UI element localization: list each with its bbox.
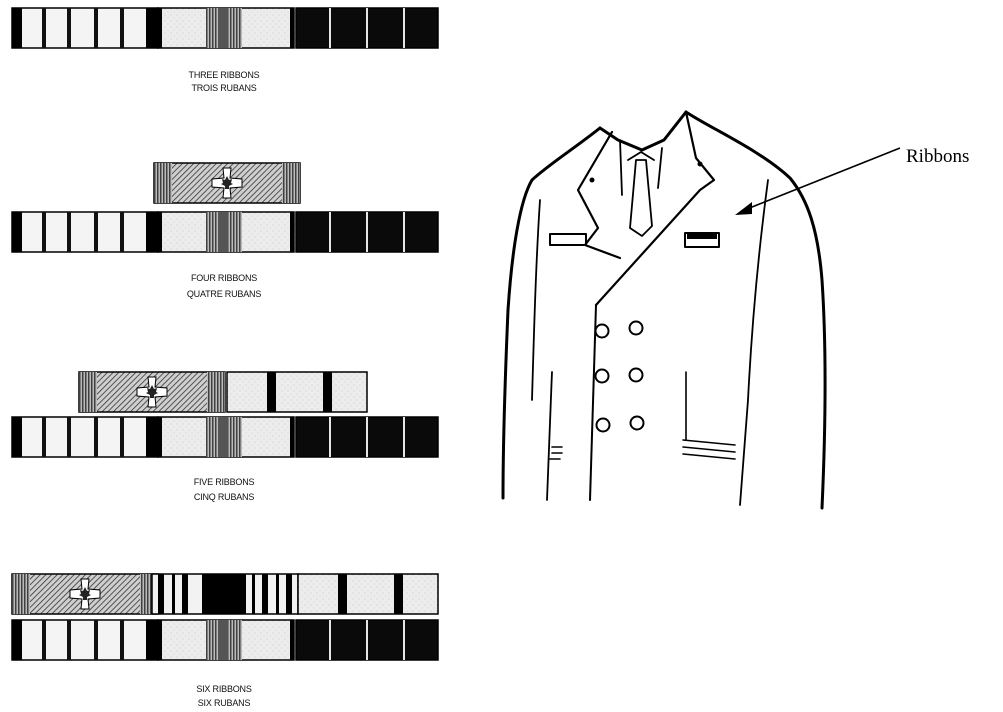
pocket-left (550, 447, 562, 459)
button (596, 325, 609, 338)
callout-label: Ribbons (906, 146, 969, 167)
ribbons-callout: Ribbons (735, 146, 969, 215)
lapel-left (578, 132, 620, 258)
caption-english: THREE RIBBONS (189, 70, 260, 80)
ribbon-bar-top (687, 233, 717, 239)
caption-french: TROIS RUBANS (191, 83, 256, 93)
ribbon-row-top (12, 574, 438, 614)
front-edge (590, 305, 596, 500)
sleeve-right (740, 180, 768, 505)
name-tag (550, 234, 586, 245)
ribbon (12, 620, 158, 660)
ribbon-group-three: THREE RIBBONS TROIS RUBANS (12, 8, 438, 93)
ribbon (158, 8, 294, 48)
ribbon (296, 212, 438, 252)
caption-english: SIX RIBBONS (196, 684, 252, 694)
medal-ribbon (154, 163, 300, 203)
arrow-head-icon (735, 202, 752, 215)
medal-ribbon (12, 574, 158, 614)
ribbon (227, 372, 367, 412)
ribbon-group-five: FIVE RIBBONS CINQ RUBANS (12, 372, 438, 502)
pocket-right (683, 372, 735, 459)
ribbon-group-four: FOUR RIBBONS QUATRE RUBANS (12, 163, 438, 299)
tie (630, 160, 652, 236)
ribbon (12, 8, 158, 48)
ribbon-row-top (79, 372, 367, 412)
ribbon (158, 417, 294, 457)
caption-french: CINQ RUBANS (194, 492, 255, 502)
button (630, 322, 643, 335)
collar (600, 112, 686, 150)
ribbon-row-top (154, 163, 300, 203)
uniform-jacket-illustration (503, 112, 825, 508)
button (596, 370, 609, 383)
caption-english: FOUR RIBBONS (191, 273, 257, 283)
caption-french: SIX RUBANS (198, 698, 251, 708)
ribbon-row-bottom (12, 212, 438, 252)
collar-pin-left (590, 178, 595, 183)
ribbon (12, 212, 158, 252)
button (630, 369, 643, 382)
ribbon-row-bottom (12, 8, 438, 48)
ribbon (158, 212, 294, 252)
ribbon (296, 417, 438, 457)
callout-leader-line (747, 148, 900, 209)
button (631, 417, 644, 430)
jacket-outline (503, 112, 825, 508)
ribbon (296, 620, 438, 660)
collar-pin-right (698, 162, 703, 167)
caption-english: FIVE RIBBONS (194, 477, 255, 487)
ribbon-group-six: SIX RIBBONS SIX RUBANS (12, 574, 438, 708)
ribbon-row-bottom (12, 620, 438, 660)
medal-ribbon (79, 372, 225, 412)
button (597, 419, 610, 432)
ribbon (298, 574, 438, 614)
lapel-right (596, 112, 714, 305)
ribbon (152, 574, 298, 614)
jacket-buttons (596, 322, 644, 432)
ribbon (158, 620, 294, 660)
ribbon (12, 417, 158, 457)
ribbon (296, 8, 438, 48)
caption-french: QUATRE RUBANS (187, 289, 261, 299)
ribbon-row-bottom (12, 417, 438, 457)
